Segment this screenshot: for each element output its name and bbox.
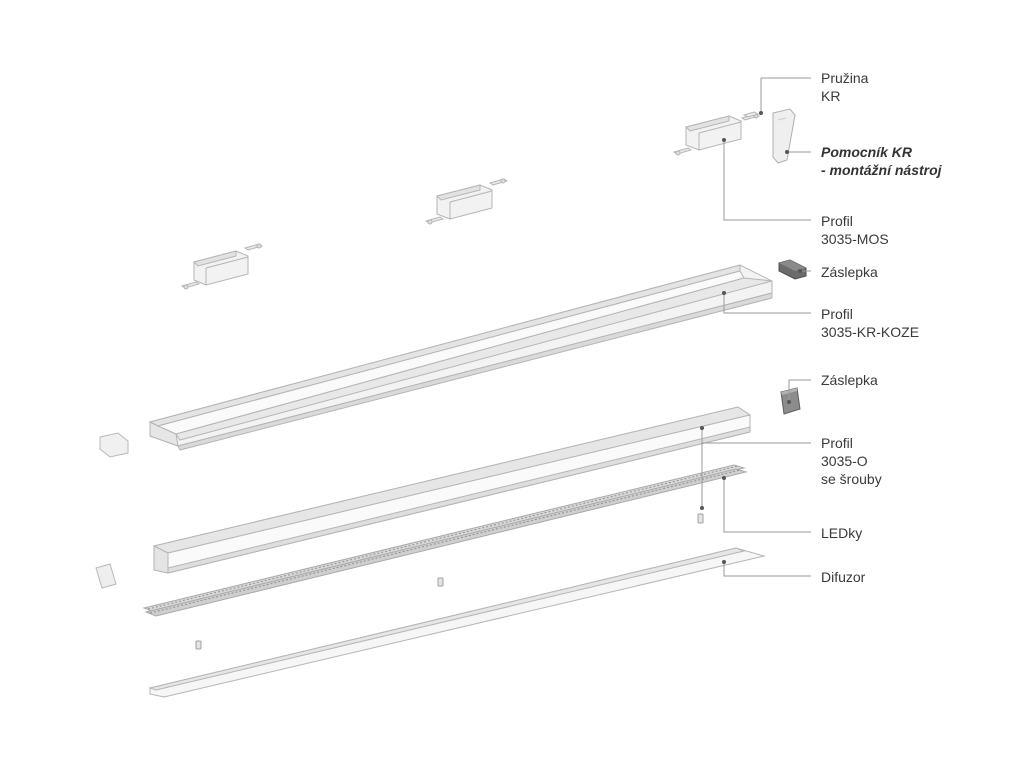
- label-pomocnik: Pomocník KR - montážní nástroj: [821, 143, 942, 179]
- end-cap-left-top: [99, 432, 129, 458]
- diffuser-part: [148, 547, 766, 698]
- label-ledky: LEDky: [821, 524, 862, 542]
- spring-part: [742, 111, 760, 118]
- label-profil-o-line3: se šrouby: [821, 471, 882, 487]
- screws: [195, 513, 704, 650]
- label-profil-o: Profil 3035-O se šrouby: [821, 434, 882, 488]
- label-pruzina: Pružina KR: [821, 69, 868, 105]
- label-zaslepka-top: Záslepka: [821, 263, 878, 281]
- label-pomocnik-line2: - montážní nástroj: [821, 162, 942, 178]
- label-profil-mos-line1: Profil: [821, 213, 853, 229]
- label-zaslepka-mid-line1: Záslepka: [821, 372, 878, 388]
- label-profil-kr-koze-line1: Profil: [821, 306, 853, 322]
- label-zaslepka-mid: Záslepka: [821, 371, 878, 389]
- mounting-clip-2: [424, 178, 509, 225]
- label-pruzina-line1: Pružina: [821, 70, 869, 86]
- mounting-clip-1: [180, 243, 264, 290]
- mounting-clip-3: [672, 113, 761, 156]
- label-difuzor-line1: Difuzor: [821, 569, 866, 585]
- label-pruzina-line2: KR: [821, 88, 841, 104]
- end-cap-left-bottom: [95, 563, 117, 589]
- label-profil-kr-koze: Profil 3035-KR-KOZE: [821, 305, 919, 341]
- label-pomocnik-line1: Pomocník KR: [821, 144, 913, 160]
- label-difuzor: Difuzor: [821, 568, 865, 586]
- profile-o-part: [152, 406, 752, 574]
- end-cap-top: [778, 259, 807, 280]
- label-profil-kr-koze-line2: 3035-KR-KOZE: [821, 324, 920, 340]
- label-profil-o-line1: Profil: [821, 435, 853, 451]
- leader-dots: [700, 111, 802, 564]
- mounting-tool-part: [772, 108, 796, 164]
- label-profil-mos: Profil 3035-MOS: [821, 212, 889, 248]
- label-profil-o-line2: 3035-O: [821, 453, 868, 469]
- label-ledky-line1: LEDky: [821, 525, 863, 541]
- label-profil-mos-line2: 3035-MOS: [821, 231, 889, 247]
- label-zaslepka-top-line1: Záslepka: [821, 264, 878, 280]
- leader-lines: [701, 77, 811, 577]
- profile-kr-koze-part: [148, 264, 773, 451]
- led-strip-part: [142, 464, 748, 617]
